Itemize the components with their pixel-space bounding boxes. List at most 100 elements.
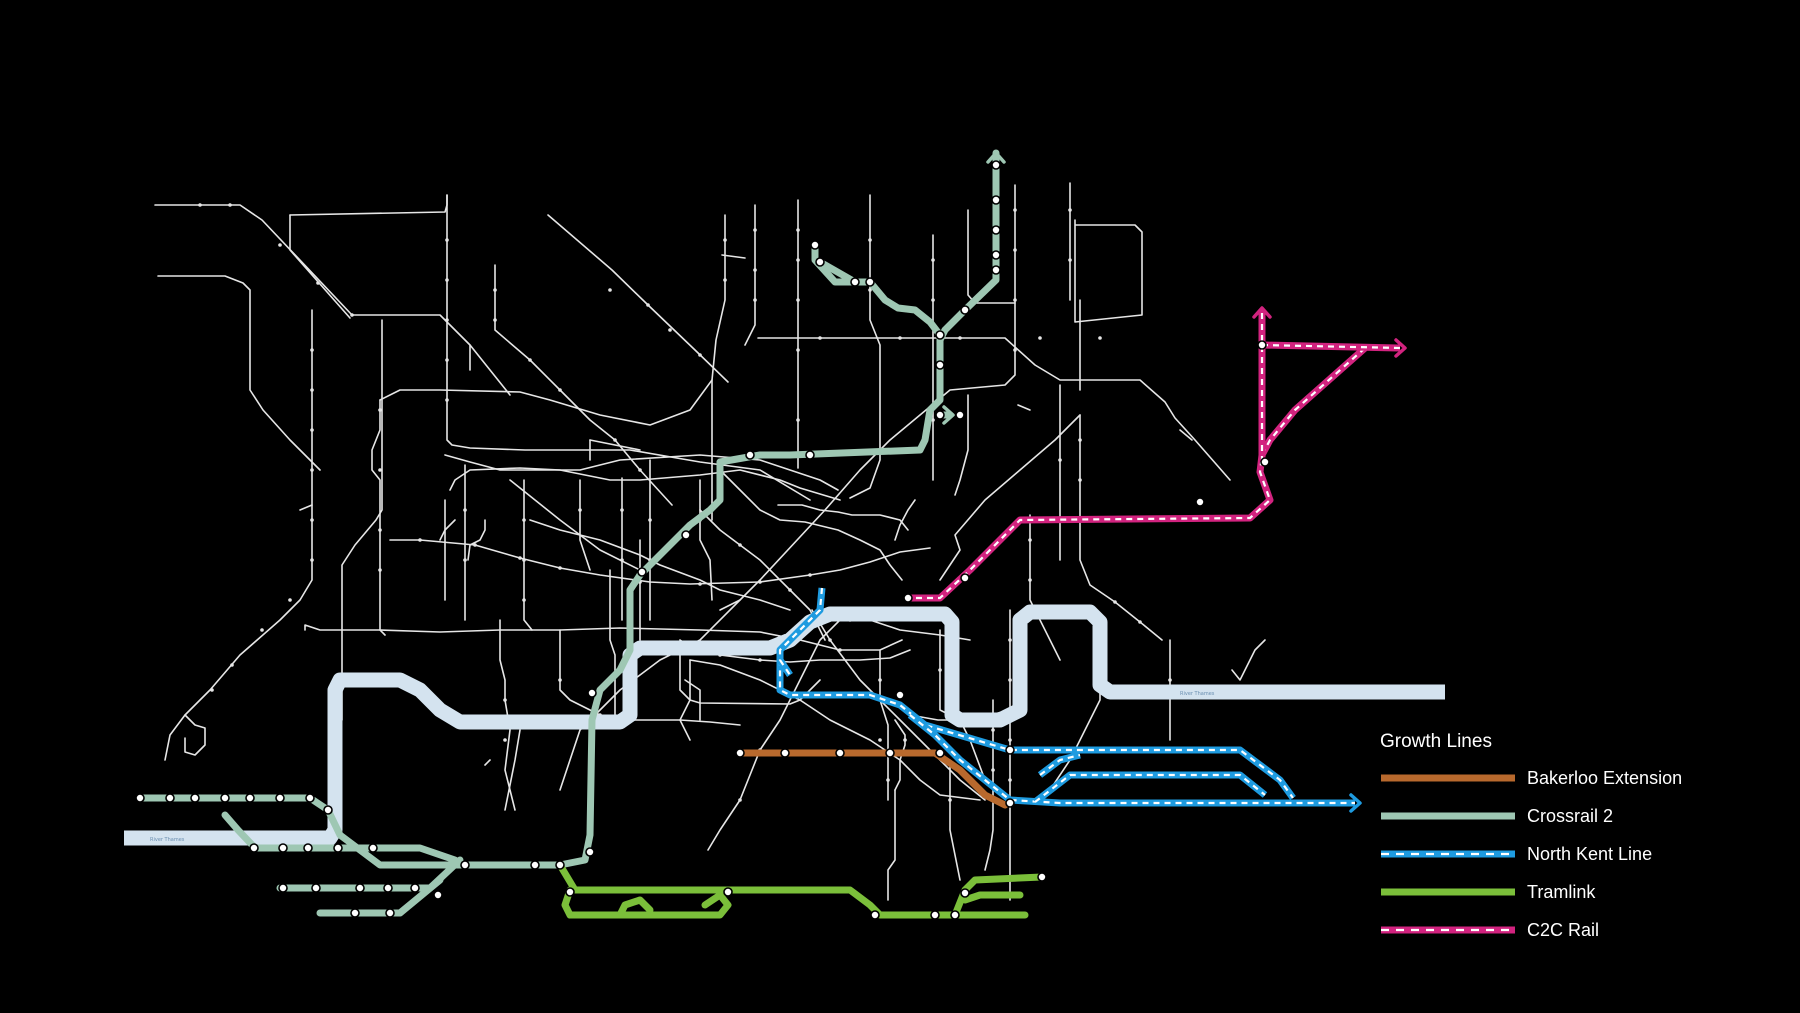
c2c-east [1261,341,1401,352]
station [935,748,945,758]
station-tick [503,698,507,702]
network-line [341,319,383,721]
c2c-main [905,345,1368,602]
station [1005,798,1015,808]
station [991,160,1001,170]
tramlink-bump [616,896,654,919]
crossrail2-branch-north [811,241,944,339]
station [323,805,333,815]
station [681,530,691,540]
station-tick [1008,638,1012,642]
station-tick [522,598,526,602]
tramlink-branch-2 [961,891,1024,904]
station-tick [518,556,522,560]
station-tick [210,688,214,692]
station [935,410,945,420]
station [305,793,315,803]
station-tick [473,543,477,547]
station-tick [938,668,942,672]
network-line [894,499,916,541]
network-line [484,759,491,766]
network-line [984,699,994,871]
station-tick [878,678,882,682]
station-tick [310,558,314,562]
river-label-west: River Thames [150,837,185,843]
station-tick [648,518,652,522]
station [805,450,815,460]
station-tick [796,418,800,422]
station [991,225,1001,235]
legend-item-crossrail2: Crossrail 2 [1381,806,1613,826]
north-kent-loop [1032,771,1268,805]
station [220,793,230,803]
station-tick [1013,208,1017,212]
legend-label-crossrail2: Crossrail 2 [1527,806,1613,826]
legend-title: Growth Lines [1380,731,1492,752]
network-line [849,194,881,499]
legend-label-c2c: C2C Rail [1527,920,1599,940]
station-tick [578,508,582,512]
crossrail2-arrow-north [986,151,1006,164]
station-tick [378,468,382,472]
rail-network [154,182,1266,901]
legend-item-c2c: C2C Rail [1381,920,1599,940]
station-tick [310,518,314,522]
tramlink-loop [561,886,732,919]
station-tick [828,638,832,642]
station [555,860,565,870]
station-tick [1008,738,1012,742]
station-tick [723,238,727,242]
station [935,360,945,370]
station [850,277,860,287]
crossrail2-branch-3 [316,876,444,917]
station-tick [758,580,762,584]
station [565,887,575,897]
station-tick [948,798,952,802]
network-line [523,479,533,631]
network-line [719,599,741,611]
station-tick [958,336,962,340]
station-tick [1013,348,1017,352]
station-tick [991,768,995,772]
station [278,843,288,853]
station [275,793,285,803]
station-tick [350,313,354,317]
network-line [939,414,1081,581]
station-tick [620,508,624,512]
station [1037,872,1047,882]
station [723,887,733,897]
station-tick [1038,336,1042,340]
station [815,257,825,267]
station-tick [898,336,902,340]
network-line [439,519,456,541]
station-tick [1098,336,1102,340]
station-tick [1068,258,1072,262]
legend-label-tramlink: Tramlink [1527,882,1596,902]
station-tick [646,303,650,307]
legend-label-bakerloo: Bakerloo Extension [1527,768,1682,788]
station [1260,457,1270,467]
network-line [547,214,729,383]
station-tick [1058,458,1062,462]
station [385,908,395,918]
network-line [467,519,486,561]
network-line [1231,639,1266,681]
station [950,910,960,920]
network-line [289,214,351,319]
network-line [1017,404,1031,411]
growth-lines [136,149,1407,919]
station-tick [753,298,757,302]
station [135,793,145,803]
network-line [721,254,746,259]
station-tick [796,258,800,262]
station-tick [788,588,792,592]
station [355,883,365,893]
network-line [589,439,641,451]
north-kent-arrow [1349,793,1362,813]
tramlink-branch-1 [951,873,1046,919]
station-tick [522,518,526,522]
station-tick [445,398,449,402]
station [895,690,905,700]
station [460,860,470,870]
